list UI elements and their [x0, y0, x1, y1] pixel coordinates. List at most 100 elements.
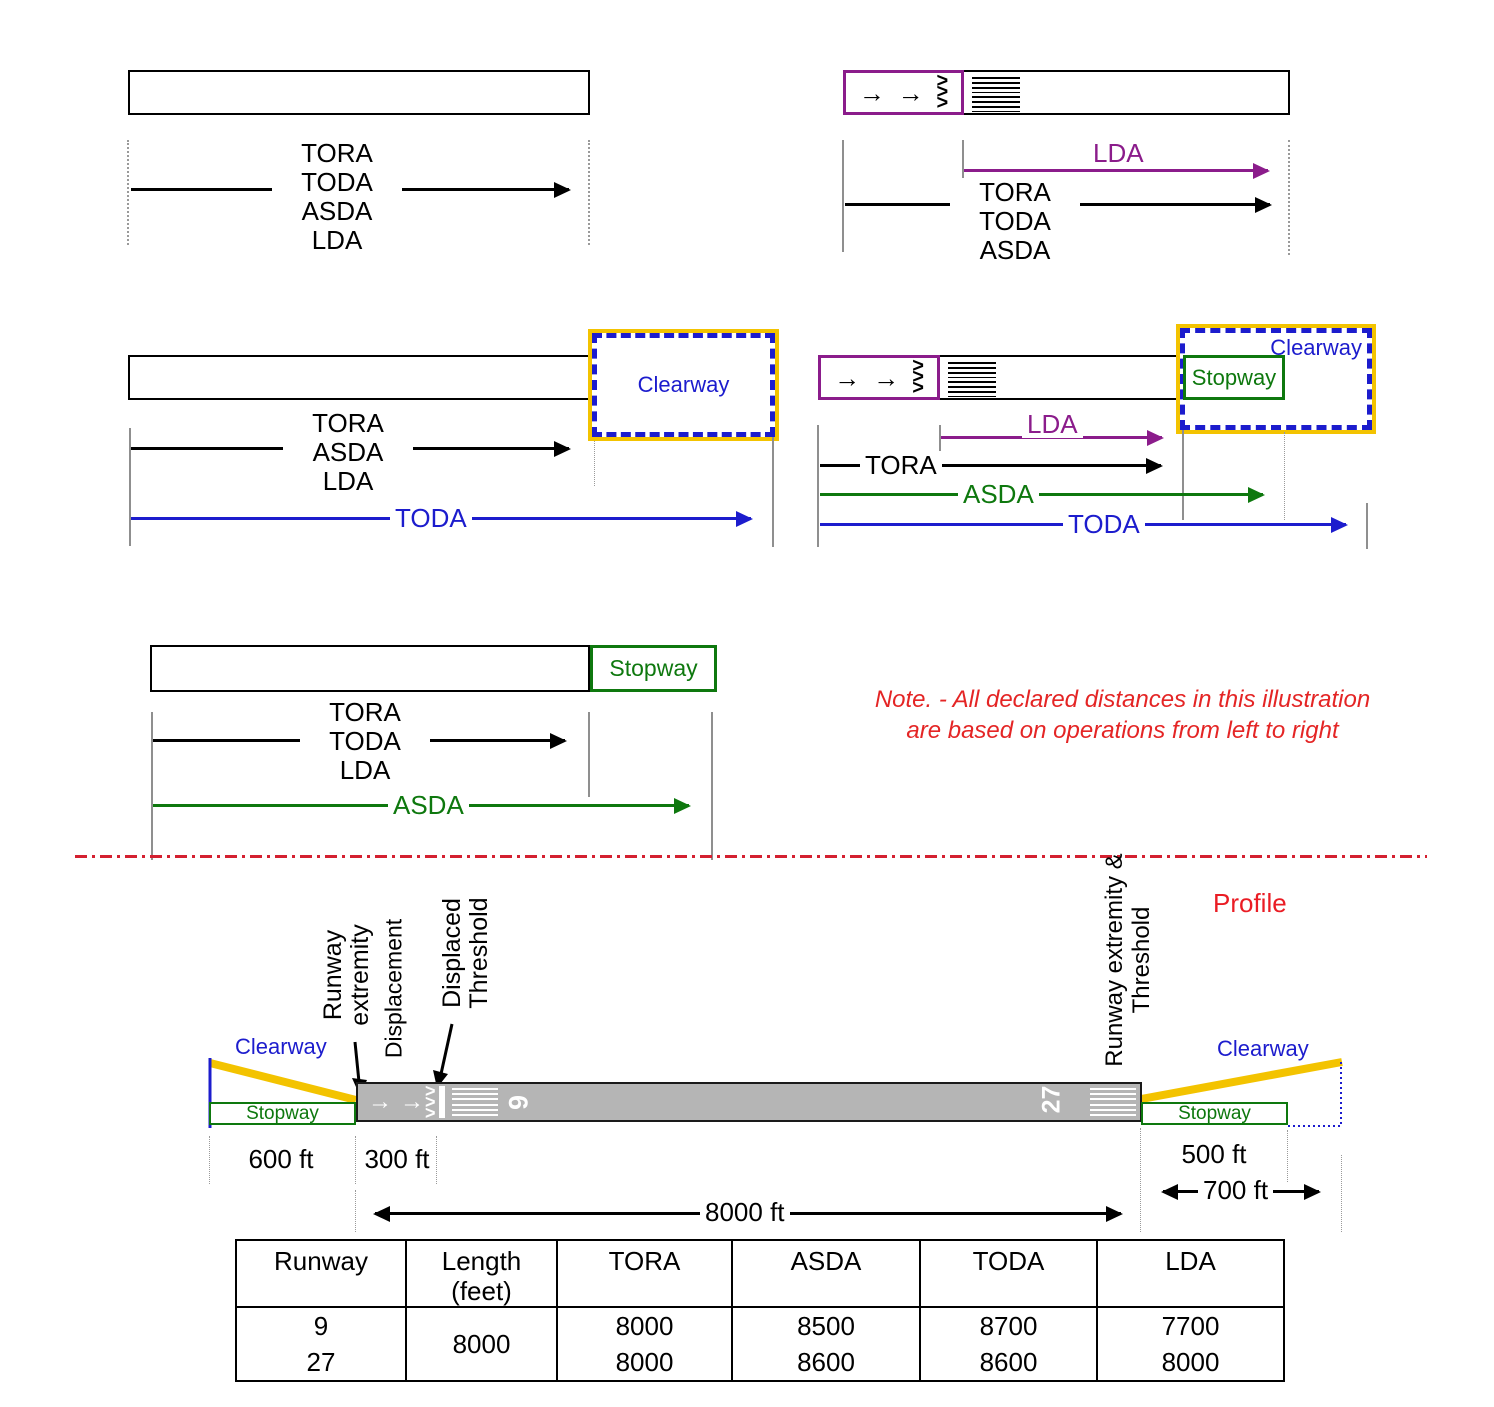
- cell-toda-9: 8700: [919, 1307, 1097, 1344]
- displaced-chevron-icon: >>>: [936, 70, 949, 114]
- cell-asda-9: 8500: [731, 1307, 920, 1344]
- distance-label: TORA: [979, 177, 1051, 207]
- distance-label: LDA: [339, 755, 391, 785]
- cell-runway-9: 9: [313, 1310, 329, 1341]
- cell-asda-27: 8600: [731, 1344, 920, 1381]
- displaced-threshold-leader: [439, 1023, 454, 1075]
- tick-displaced-threshold: [962, 140, 964, 202]
- tick-runway-start: [842, 140, 844, 252]
- tick-runway-end: [588, 712, 590, 797]
- note-line-1: Note. - All declared distances in this i…: [874, 686, 1371, 713]
- tick-runway-end: [1288, 140, 1290, 255]
- displaced-chevron-icon: >>>: [425, 1081, 436, 1123]
- table-row: 27 8000 8600 8600 8000: [236, 1344, 1284, 1381]
- table-header-row: Runway Length (feet) TORA ASDA TODA LDA: [236, 1240, 1284, 1308]
- distance-label: TORA: [329, 697, 401, 727]
- dim-500ft: 500 ft: [1181, 1139, 1247, 1169]
- distance-label: LDA: [311, 225, 363, 255]
- dim-tick: [1341, 1155, 1342, 1232]
- distance-labels: TORA TODA LDA: [300, 698, 430, 785]
- tora-arrow: [820, 457, 1163, 474]
- tick-clearway-end: [772, 437, 774, 547]
- cell-lda-9: 7700: [1096, 1307, 1284, 1344]
- runway-number-27: 27: [1037, 1085, 1066, 1114]
- toda-label: TODA: [390, 504, 472, 532]
- distance-label: TODA: [979, 206, 1051, 236]
- cell-runway-27: 27: [306, 1346, 336, 1377]
- asda-label: ASDA: [388, 791, 469, 819]
- section-divider: [75, 855, 1427, 858]
- cell-lda-27: 8000: [1096, 1344, 1284, 1381]
- displaced-arrow-icon: →: [858, 77, 885, 108]
- header-toda: TODA: [919, 1240, 1097, 1308]
- threshold-stripes: [1090, 1104, 1136, 1118]
- distance-label: TODA: [301, 167, 373, 197]
- profile-runway: → → >>> 6 27: [356, 1082, 1142, 1122]
- dim-600ft: 600 ft: [248, 1144, 314, 1174]
- tick-runway-start: [817, 425, 819, 547]
- declared-distances-table: Runway Length (feet) TORA ASDA TODA LDA …: [235, 1239, 1285, 1382]
- note-line-2: are based on operations from left to rig…: [906, 717, 1339, 744]
- table-row: 9 8000 8000 8500 8700 7700: [236, 1307, 1284, 1381]
- dim-tick: [1140, 1128, 1141, 1232]
- tora-label: TORA: [860, 451, 942, 479]
- threshold-bars: [948, 362, 996, 378]
- asda-label: ASDA: [958, 480, 1039, 508]
- profile-stopway-right: Stopway: [1141, 1102, 1288, 1125]
- tick-displaced-threshold: [939, 425, 941, 467]
- distance-label: ASDA: [979, 235, 1051, 265]
- distance-label: TODA: [329, 726, 401, 756]
- runway-outline: [150, 645, 590, 692]
- clearway-area: Clearway: [588, 329, 779, 441]
- dim-tick: [1287, 1130, 1288, 1182]
- lda-arrow: [964, 162, 1270, 179]
- lda-label: LDA: [1022, 410, 1083, 438]
- tick-runway-start: [151, 712, 153, 860]
- tick-runway-end: [588, 140, 590, 245]
- profile-geometry: [208, 1023, 1343, 1128]
- clearway-label-right: Clearway: [1217, 1036, 1309, 1061]
- stopway-label: Stopway: [1178, 1102, 1251, 1124]
- distance-label: TORA: [312, 408, 384, 438]
- profile-stopway-left: Stopway: [209, 1102, 356, 1125]
- displaced-segment: → → >>>: [818, 355, 940, 400]
- tick-runway-start: [129, 428, 131, 546]
- dim-tick: [209, 1136, 210, 1184]
- dim-tick: [436, 1136, 437, 1184]
- lda-label: LDA: [1088, 139, 1149, 167]
- dim-700ft: 700 ft: [1198, 1176, 1274, 1204]
- tick-runway-end: [1182, 430, 1184, 520]
- stopway-area: Stopway: [590, 645, 717, 692]
- distance-labels: TORA TODA ASDA LDA: [272, 139, 402, 255]
- clearway-slope-right: [1140, 1058, 1343, 1103]
- header-length: Length (feet): [405, 1240, 557, 1308]
- displaced-arrow-icon: →: [400, 1088, 424, 1115]
- profile-title: Profile: [1213, 888, 1287, 918]
- displaced-arrow-icon: →: [368, 1088, 392, 1115]
- clearway-label: Clearway: [637, 372, 730, 397]
- displaced-arrow-icon: →: [897, 77, 924, 108]
- runway-outline: [128, 355, 590, 400]
- threshold-stripes: [1090, 1088, 1136, 1102]
- displaced-arrow-icon: →: [834, 362, 861, 393]
- header-runway: Runway: [236, 1240, 406, 1308]
- cell-tora-9: 8000: [556, 1307, 732, 1344]
- stopway-label: Stopway: [1191, 364, 1277, 390]
- asda-arrow: [820, 486, 1265, 503]
- note-text: Note. - All declared distances in this i…: [860, 684, 1385, 746]
- tick-runway-start: [127, 140, 129, 245]
- distance-label: ASDA: [301, 196, 373, 226]
- stopway-label: Stopway: [246, 1102, 319, 1124]
- header-asda: ASDA: [731, 1240, 920, 1308]
- distance-label: TORA: [301, 138, 373, 168]
- displaced-segment: → → >>>: [843, 70, 964, 115]
- runway-extremity-leader: [353, 1041, 361, 1083]
- threshold-bars: [972, 96, 1020, 112]
- threshold-bar: [439, 1086, 445, 1118]
- distance-labels: TORA ASDA LDA: [283, 409, 413, 496]
- clearway-label: Clearway: [1270, 335, 1362, 360]
- distance-label: ASDA: [312, 437, 384, 467]
- runway-outline: [128, 70, 590, 115]
- dim-tick: [355, 1190, 356, 1232]
